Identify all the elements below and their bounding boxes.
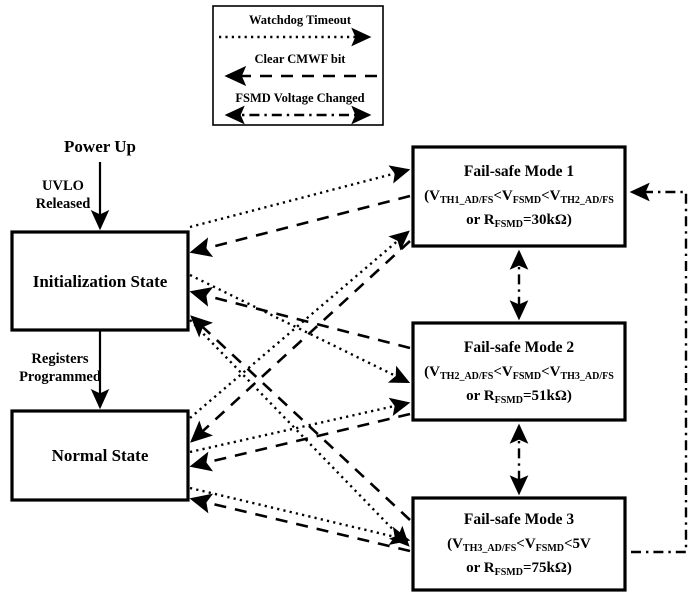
power-up-entry: Power Up UVLO Released (36, 137, 136, 231)
initialization-state-box[interactable] (10, 230, 190, 332)
m3-c2-post: =75kΩ) (523, 560, 572, 576)
fail-safe-mode-1-condition-line2: or RFSMD=30kΩ) (466, 212, 572, 230)
m3-c-lt2: <5V (564, 536, 591, 552)
edge-mode1-to-normal-clear-cmwf (190, 240, 411, 443)
fail-safe-mode-3-box[interactable] (411, 496, 627, 592)
m2-c-open: (V (424, 364, 440, 380)
registers-programmed-transition: Registers Programmed (19, 331, 110, 410)
m2-c2-post: =51kΩ) (523, 388, 572, 404)
m3-c-open: (V (447, 536, 463, 552)
fail-safe-mode-3-condition-line2: or RFSMD=75kΩ) (466, 560, 572, 578)
m3-c-sub2: FSMD (536, 543, 564, 554)
m2-c2-sub: FSMD (495, 395, 523, 406)
m1-c-lt2: <V (541, 188, 561, 204)
edge-init-to-mode3-watchdog (189, 319, 410, 547)
m1-c2-pre: or R (466, 212, 495, 228)
m1-c-lt1: <V (493, 188, 513, 204)
edge-mode2-to-normal-clear-cmwf (189, 412, 411, 472)
legend-border (212, 5, 384, 126)
legend-label-watchdog-timeout: Watchdog Timeout (249, 13, 352, 27)
fail-safe-mode-2-title: Fail-safe Mode 2 (464, 339, 574, 356)
power-up-label: Power Up (64, 137, 136, 156)
m2-c-sub3: TH3_AD/FS (560, 371, 614, 382)
edge-normal-to-mode3-watchdog (189, 486, 411, 545)
legend-label-fsmd-voltage-changed: FSMD Voltage Changed (235, 91, 364, 105)
legend-entry-watchdog-timeout: Watchdog Timeout (219, 13, 372, 47)
fail-safe-mode-1-condition-line1: (VTH1_AD/FS<VFSMD<VTH2_AD/FS (424, 188, 614, 206)
legend-entry-fsmd-voltage-changed: FSMD Voltage Changed (224, 91, 372, 125)
legend-label-clear-cmwf-bit: Clear CMWF bit (255, 52, 347, 66)
edge-mode3-to-init-clear-cmwf (190, 315, 411, 521)
uvlo-released-label-line1: UVLO (42, 178, 84, 194)
m3-c2-sub: FSMD (495, 567, 523, 578)
fail-safe-mode-3-condition-line1: (VTH3_AD/FS<VFSMD<5V (447, 536, 591, 554)
m1-c-sub2: FSMD (513, 195, 541, 206)
registers-programmed-label-line1: Registers (31, 351, 89, 367)
m1-c-sub3: TH2_AD/FS (560, 195, 614, 206)
state-fail-safe-mode-3[interactable]: Fail-safe Mode 3 (VTH3_AD/FS<VFSMD<5V or… (411, 496, 627, 592)
edge-init-to-mode2-watchdog (189, 273, 411, 384)
edge-mode1-to-init-clear-cmwf (189, 194, 411, 258)
edge-normal-to-mode1-watchdog (189, 230, 410, 419)
m2-c-sub2: FSMD (513, 371, 541, 382)
state-initialization[interactable]: Initialization State (10, 230, 190, 332)
m3-c-lt1: <V (516, 536, 536, 552)
normal-state-label: Normal State (52, 446, 149, 465)
fail-safe-mode-2-condition-line2: or RFSMD=51kΩ) (466, 388, 572, 406)
m2-c2-pre: or R (466, 388, 495, 404)
legend-entry-clear-cmwf-bit: Clear CMWF bit (224, 52, 377, 87)
m2-c-sub1: TH2_AD/FS (440, 371, 494, 382)
m1-c-sub1: TH1_AD/FS (440, 195, 494, 206)
m3-c-sub1: TH3_AD/FS (463, 543, 517, 554)
m2-c-lt1: <V (493, 364, 513, 380)
fail-safe-mode-1-box[interactable] (411, 145, 627, 248)
m2-c-lt2: <V (541, 364, 561, 380)
m1-c2-sub: FSMD (495, 219, 523, 230)
edge-mode2-to-init-clear-cmwf (189, 286, 411, 350)
edge-init-to-mode1-watchdog (189, 165, 411, 229)
fail-safe-mode-2-box[interactable] (411, 321, 627, 422)
fail-safe-mode-3-title: Fail-safe Mode 3 (464, 511, 574, 528)
fail-safe-mode-1-title: Fail-safe Mode 1 (464, 163, 574, 180)
uvlo-released-label-line2: Released (36, 196, 91, 212)
state-fail-safe-mode-1[interactable]: Fail-safe Mode 1 (VTH1_AD/FS<VFSMD<VTH2_… (411, 145, 627, 248)
m1-c-open: (V (424, 188, 440, 204)
state-fail-safe-mode-2[interactable]: Fail-safe Mode 2 (VTH2_AD/FS<VFSMD<VTH3_… (411, 321, 627, 422)
edge-mode3-to-normal-clear-cmwf (189, 493, 411, 553)
edge-mode3-to-mode1-fsmd-voltage (629, 182, 688, 554)
initialization-state-label: Initialization State (33, 272, 168, 291)
edge-normal-to-mode2-watchdog (189, 397, 411, 454)
state-normal[interactable]: Normal State (10, 409, 190, 502)
legend-panel: Watchdog Timeout Clear CMWF bit FSMD Vol… (212, 5, 384, 126)
m3-c2-pre: or R (466, 560, 495, 576)
m1-c2-post: =30kΩ) (523, 212, 572, 228)
registers-programmed-label-line2: Programmed (19, 369, 101, 385)
fail-safe-mode-2-condition-line1: (VTH2_AD/FS<VFSMD<VTH3_AD/FS (424, 364, 614, 382)
normal-state-box[interactable] (10, 409, 190, 502)
